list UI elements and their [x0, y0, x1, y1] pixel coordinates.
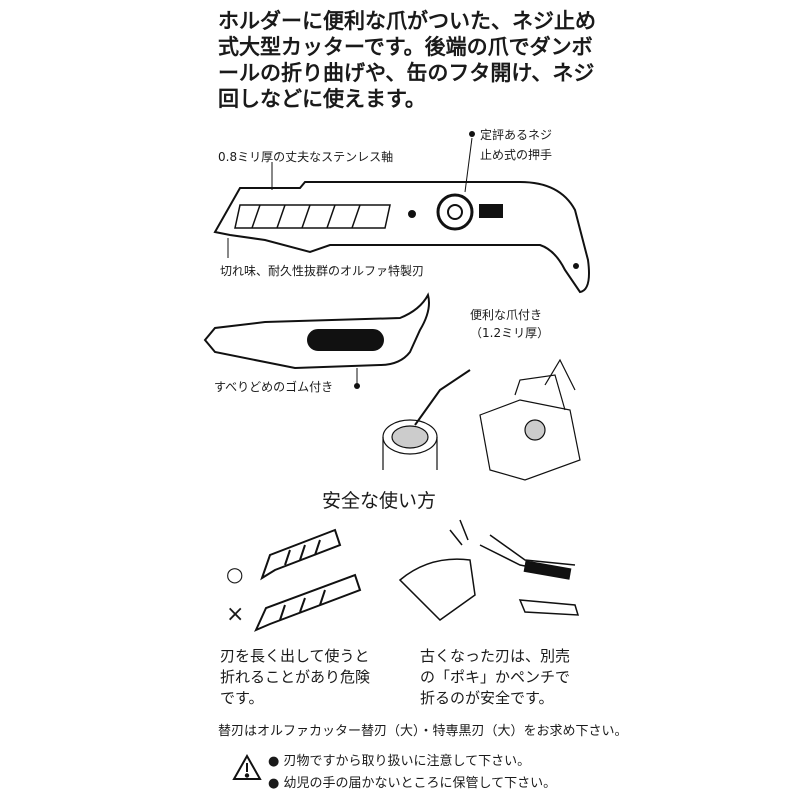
replacement-note: 替刃はオルファカッター替刃（大）・特専黒刃（大）をお求め下さい。: [218, 724, 628, 739]
label-screw-2: 止め式の押手: [480, 148, 553, 162]
text-line: 刃を長く出して使うと: [220, 647, 370, 665]
good-mark: ○: [226, 562, 244, 586]
warning-triangle-icon: [232, 753, 262, 780]
safety-left-text: 刃を長く出して使うと 折れることがあり危険 です。: [220, 646, 370, 709]
cutter-grip-illustration: [203, 292, 430, 389]
intro-line: 回しなどに使えます。: [218, 87, 426, 111]
safety-right-text: 古くなった刃は、別売 の「ポキ」かペンチで 折るのが安全です。: [420, 646, 570, 709]
label-shaft: 0.8ミリ厚の丈夫なステンレス軸: [218, 150, 394, 164]
text-line: 折るのが安全です。: [420, 689, 554, 707]
intro-line: ールの折り曲げや、缶のフタ開け、ネジ: [218, 61, 595, 85]
label-claw-1: 便利な爪付き: [470, 308, 543, 322]
cutter-illustration: [213, 131, 590, 294]
intro-line: ホルダーに便利な爪がついた、ネジ止め: [218, 9, 596, 33]
usage-illustrations: [382, 358, 581, 481]
warning-1: ● 刃物ですから取り扱いに注意して下さい。: [268, 754, 531, 769]
label-grip: すべりどめのゴム付き: [214, 380, 334, 394]
label-screw-1: 定評あるネジ: [480, 128, 553, 142]
text-line: です。: [220, 689, 264, 707]
bad-mark: ×: [226, 602, 245, 627]
text-line: 折れることがあり危険: [220, 668, 371, 686]
label-blade: 切れ味、耐久性抜群のオルファ特製刃: [220, 264, 425, 278]
intro-line: 式大型カッターです。後端の爪でダンボ: [218, 35, 593, 59]
pliers-illustration: [398, 519, 580, 621]
label-claw-2: （1.2ミリ厚）: [470, 326, 550, 340]
intro-text: ホルダーに便利な爪がついた、ネジ止め 式大型カッターです。後端の爪でダンボ ール…: [218, 8, 596, 112]
text-line: 古くなった刃は、別売: [420, 647, 571, 665]
text-line: の「ポキ」かペンチで: [420, 668, 571, 686]
blade-length-illustrations: [254, 528, 362, 632]
warning-2: ● 幼児の手の届かないところに保管して下さい。: [268, 776, 557, 791]
safety-title: 安全な使い方: [322, 490, 437, 512]
